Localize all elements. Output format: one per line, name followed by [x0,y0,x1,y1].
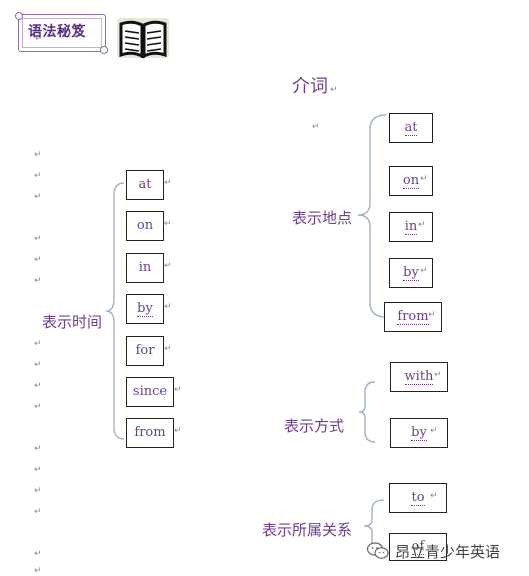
word-box: with [390,362,448,392]
word-box: in [126,253,164,283]
word-box: from [384,302,442,332]
banner-title: 语法秘笈 [28,24,86,40]
word-box: of [389,533,447,561]
banner-frame [18,14,106,52]
word-box: since [126,377,174,407]
word-box: for [126,336,164,366]
word-box: on [126,211,164,241]
word-box: to [389,483,447,513]
word-box: by [389,258,433,288]
word-box: from [126,418,174,448]
word-box: by [390,418,448,448]
brace-place [357,114,387,318]
word-box: on [389,166,433,196]
wechat-icon [367,542,389,559]
word-box: in [389,212,433,242]
paragraph-mark: ↵ [312,122,320,132]
watermark-text: 昂立青少年英语 [395,542,501,561]
group-label-belong: 表示所属关系 [262,521,353,539]
word-box: at [389,113,433,143]
brace-time [105,182,125,440]
word-box: at [126,170,164,200]
open-book-icon [117,18,169,59]
page-title: 介词↵ [292,76,338,97]
paragraph-mark: ↵ [35,34,43,44]
word-box: by [126,294,164,324]
group-label-manner: 表示方式 [284,417,345,435]
group-label-place: 表示地点 [292,209,353,227]
title-banner: 语法秘笈 [14,12,109,54]
scroll-curl-icon [15,12,23,20]
watermark: 昂立青少年英语 [367,538,517,564]
group-label-time: 表示时间 [42,313,103,331]
scroll-curl-icon [100,46,108,54]
brace-manner [358,381,376,443]
